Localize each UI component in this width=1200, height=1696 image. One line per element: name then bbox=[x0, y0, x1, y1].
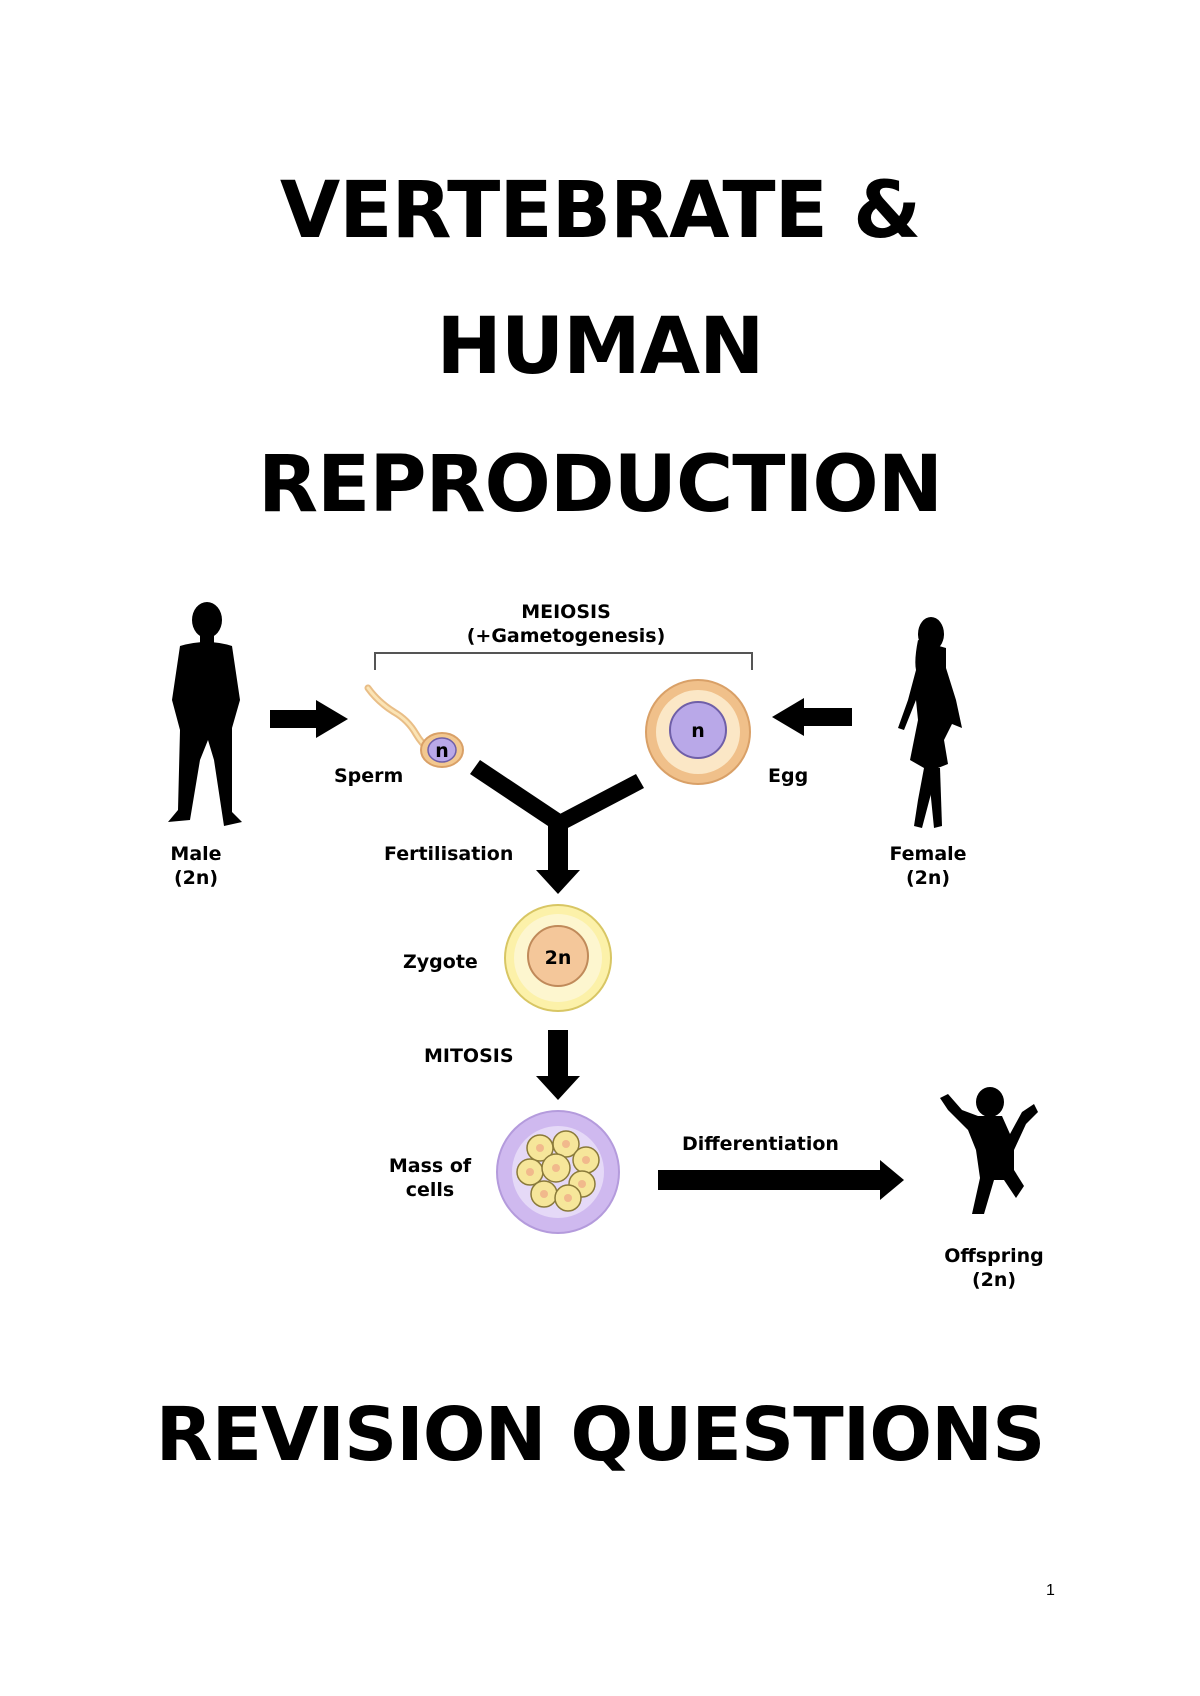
meiosis-label: MEIOSIS bbox=[521, 601, 611, 623]
differentiation-arrow-icon bbox=[658, 1160, 904, 1200]
offspring-ploidy-label: (2n) bbox=[972, 1269, 1016, 1291]
female-label: Female bbox=[889, 843, 966, 865]
female-ploidy-label: (2n) bbox=[906, 867, 950, 889]
gametogenesis-label: (+Gametogenesis) bbox=[467, 625, 666, 647]
egg-label: Egg bbox=[768, 765, 808, 787]
sperm-label: Sperm bbox=[334, 765, 403, 787]
egg-cell-icon bbox=[645, 679, 751, 785]
fertilisation-label: Fertilisation bbox=[384, 843, 513, 865]
title-line-2: HUMAN bbox=[436, 302, 765, 392]
male-silhouette-icon bbox=[168, 602, 242, 826]
meiosis-bracket bbox=[374, 652, 753, 670]
zygote-nucleus-label: 2n bbox=[545, 947, 572, 969]
mitosis-label: MITOSIS bbox=[424, 1045, 514, 1067]
title-line-3: REPRODUCTION bbox=[257, 440, 943, 530]
revision-questions-heading: REVISION QUESTIONS bbox=[155, 1392, 1046, 1478]
male-label: Male bbox=[170, 843, 221, 865]
sperm-cell-icon bbox=[364, 684, 464, 768]
cell-mass-icon bbox=[496, 1110, 620, 1234]
mass-label-line1: Mass of bbox=[389, 1155, 472, 1177]
offspring-label: Offspring bbox=[944, 1245, 1043, 1267]
female-silhouette-icon bbox=[898, 617, 962, 828]
arrow-right-icon bbox=[270, 700, 348, 738]
zygote-cell-icon bbox=[504, 904, 612, 1012]
page-number: 1 bbox=[1046, 1582, 1055, 1599]
mitosis-arrow-icon bbox=[536, 1030, 580, 1100]
arrow-left-icon bbox=[772, 698, 852, 736]
sperm-nucleus-label: n bbox=[435, 740, 449, 762]
egg-nucleus-label: n bbox=[691, 720, 705, 742]
mass-label-line2: cells bbox=[406, 1179, 454, 1201]
male-ploidy-label: (2n) bbox=[174, 867, 218, 889]
title-line-1: VERTEBRATE & bbox=[279, 166, 921, 256]
fertilisation-arrow-icon bbox=[470, 760, 644, 894]
offspring-silhouette-icon bbox=[940, 1087, 1038, 1214]
zygote-label: Zygote bbox=[403, 951, 478, 973]
differentiation-label: Differentiation bbox=[682, 1133, 839, 1155]
